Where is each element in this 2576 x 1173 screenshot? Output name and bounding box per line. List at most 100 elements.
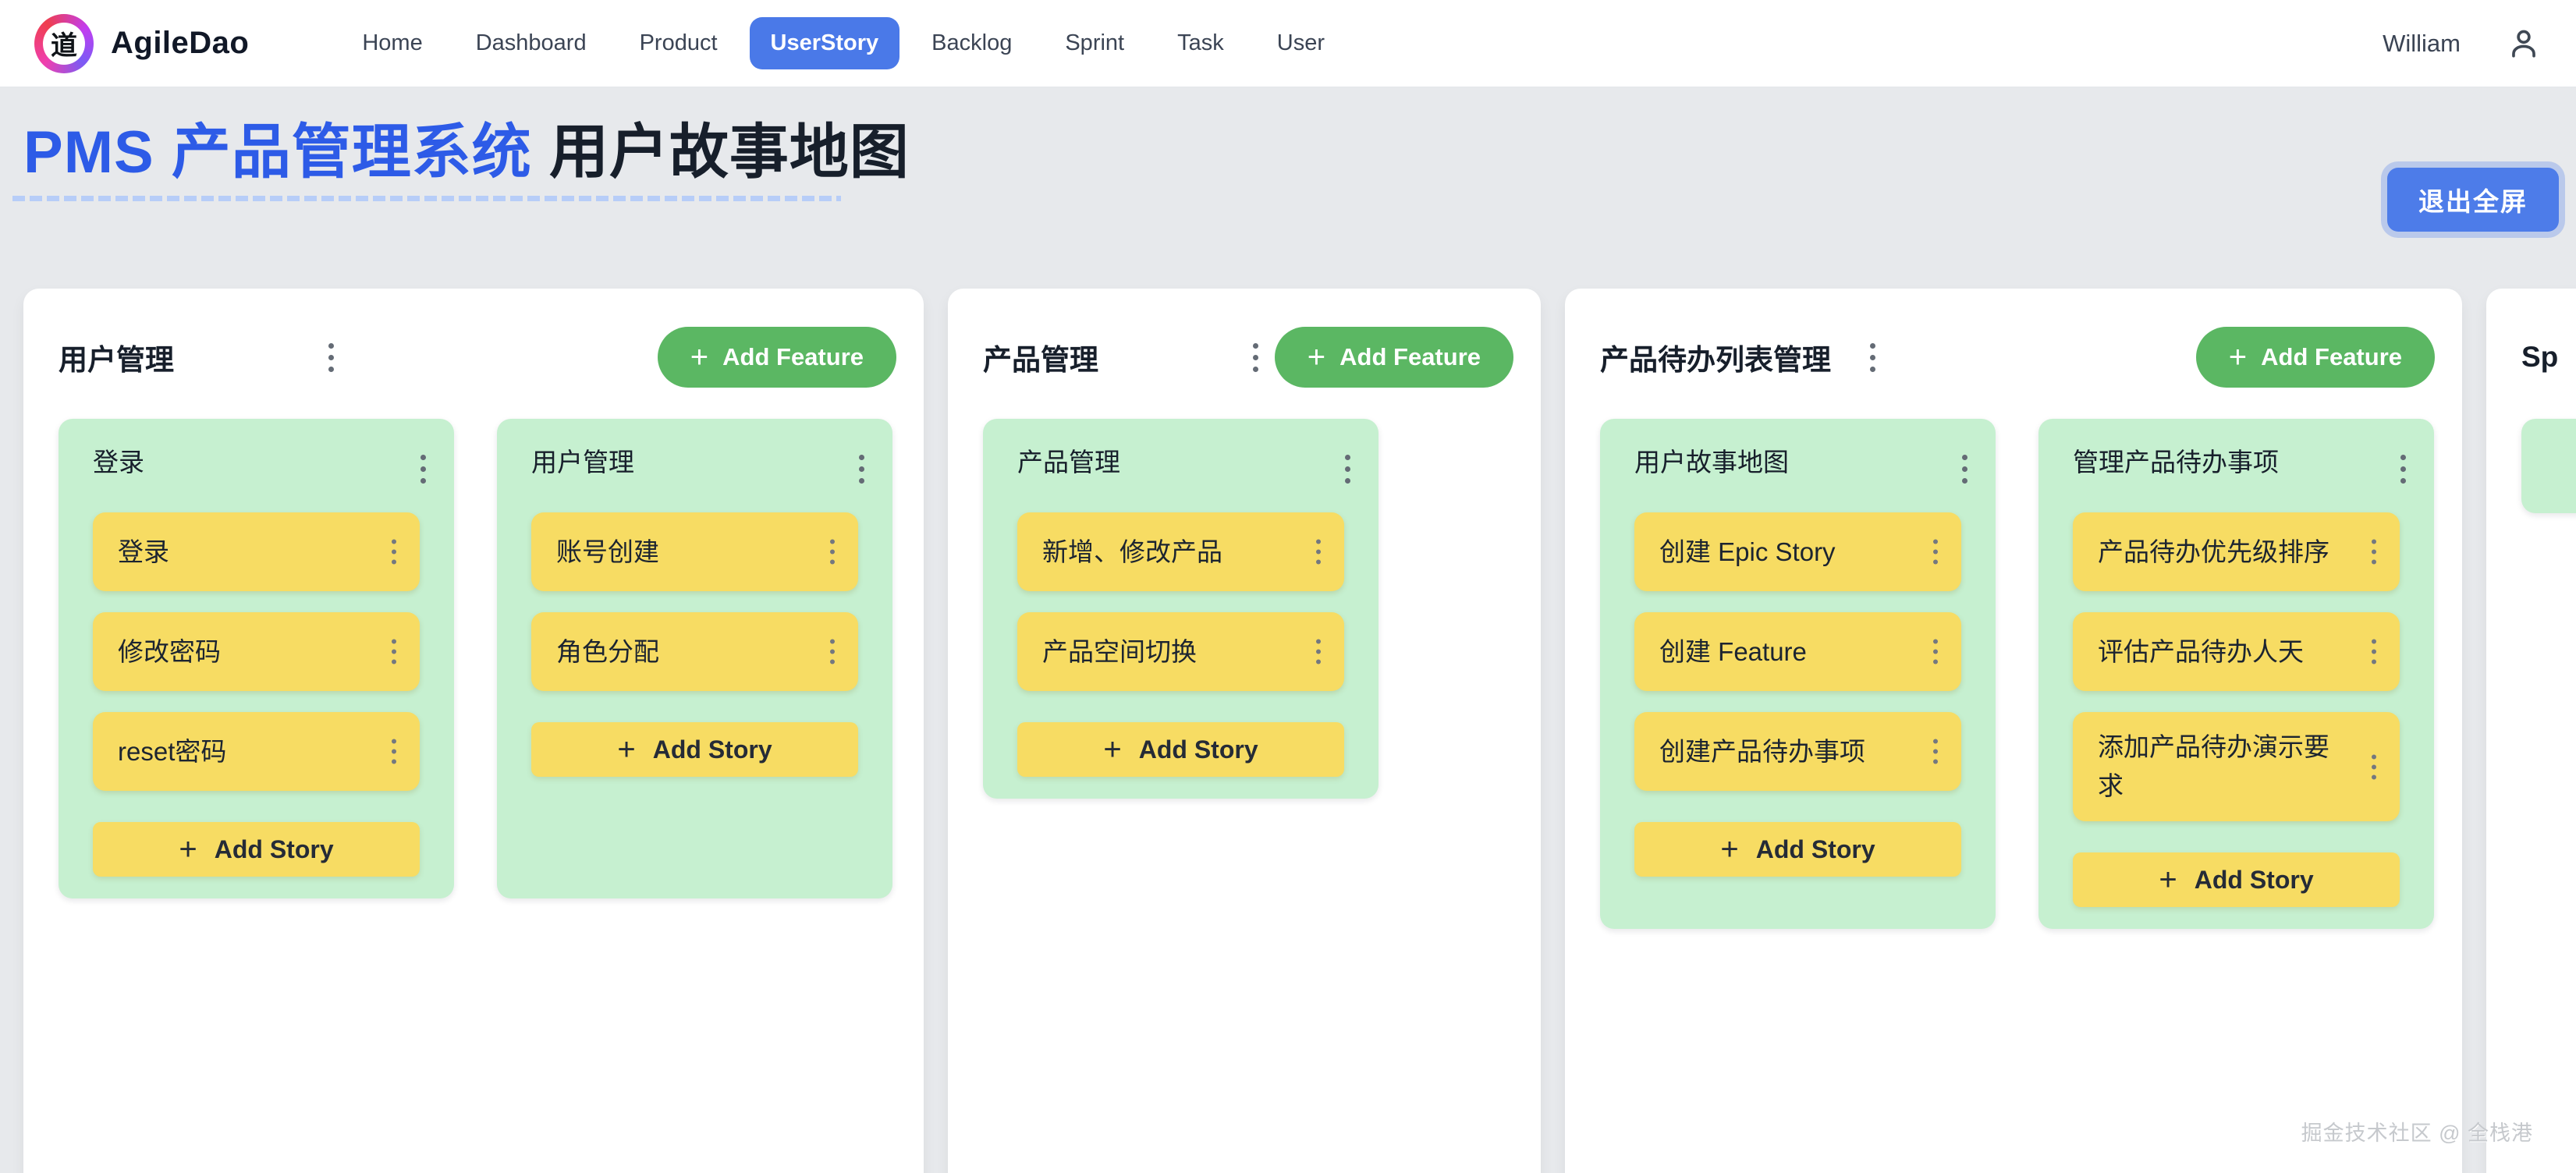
story-menu-kebab[interactable] [387,532,401,572]
story-title: reset密码 [118,736,227,766]
story-card[interactable]: 创建 Epic Story [1634,512,1961,591]
title-underline [12,196,841,202]
story-menu-kebab[interactable] [1928,532,1943,572]
nav-item-user[interactable]: User [1256,17,1346,69]
nav-right: William [2383,26,2542,62]
plus-icon: + [617,732,636,767]
story-menu-kebab[interactable] [825,532,839,572]
story-menu-kebab[interactable] [1311,632,1325,672]
column-menu-kebab[interactable] [1865,335,1880,380]
story-menu-kebab[interactable] [2367,632,2381,672]
add-story-button[interactable]: + Add Story [531,722,858,777]
add-story-button[interactable]: +Add Story [93,822,420,877]
add-story-button-label: Add Story [2194,865,2314,894]
nav-item-backlog[interactable]: Backlog [910,17,1033,69]
story-title: 角色分配 [556,636,659,666]
story-card[interactable]: 修改密码 [93,612,420,691]
column-title: 产品待办列表管理 [1600,344,1831,376]
column-header: Sp [2521,326,2576,388]
add-feature-button[interactable]: + Add Feature [1274,327,1513,388]
story-card[interactable]: 产品待办优先级排序 [2073,512,2400,591]
story-card[interactable]: 创建 Feature [1634,612,1961,691]
feature-title: 用户管理 [531,448,634,477]
story-card[interactable]: 创建产品待办事项 [1634,712,1961,791]
plus-icon: + [179,832,197,866]
feature-card[interactable]: 用户管理账号创建角色分配 + Add Story [497,419,892,898]
nav-item-userstory[interactable]: UserStory [749,17,900,69]
add-story-button-label: Add Story [1138,735,1258,764]
feature-menu-kebab[interactable] [854,447,869,491]
feature-card[interactable] [2521,419,2576,513]
story-card[interactable]: 登录 [93,512,420,591]
story-menu-kebab[interactable] [2367,747,2381,787]
story-card[interactable]: 角色分配 [531,612,858,691]
story-card[interactable]: reset密码 [93,712,420,791]
add-story-button-label: Add Story [1755,835,1875,863]
nav-item-sprint[interactable]: Sprint [1044,17,1145,69]
plus-icon: + [2159,863,2177,897]
board-column: Sp [2486,289,2576,1173]
story-menu-kebab[interactable] [1928,632,1943,672]
story-menu-kebab[interactable] [387,632,401,672]
nav-item-product[interactable]: Product [619,17,739,69]
feature-menu-kebab[interactable] [1957,447,1972,491]
feature-card-header: 管理产品待办事项 [2073,445,2406,491]
story-menu-kebab[interactable] [387,732,401,771]
nav-item-home[interactable]: Home [341,17,443,69]
feature-title: 产品管理 [1017,448,1120,477]
plus-icon: + [1307,340,1326,374]
nav-item-dashboard[interactable]: Dashboard [455,17,608,69]
app-logo[interactable]: 道 [34,13,94,73]
story-menu-kebab[interactable] [1311,532,1325,572]
story-card[interactable]: 产品空间切换 [1017,612,1344,691]
feature-card-header: 产品管理 [1017,445,1350,491]
feature-menu-kebab[interactable] [2396,447,2411,491]
add-story-button[interactable]: +Add Story [1634,822,1961,877]
story-card[interactable]: 评估产品待办人天 [2073,612,2400,691]
logo-dao-glyph: 道 [43,22,85,65]
add-feature-button[interactable]: +Add Feature [2195,327,2435,388]
user-profile-icon[interactable] [2506,26,2542,62]
board-column: 产品待办列表管理 +Add Feature 用户故事地图创建 Epic Story 创… [1565,289,2462,1173]
column-menu-kebab[interactable] [324,335,339,380]
add-story-button-label: Add Story [652,735,772,764]
add-feature-button-label: Add Feature [1339,343,1481,370]
story-card[interactable]: 新增、修改产品 [1017,512,1344,591]
feature-title: 用户故事地图 [1634,448,1789,477]
feature-row: 产品管理新增、修改产品产品空间切换 + Add Story [983,419,1506,799]
column-menu-kebab[interactable] [1248,335,1263,380]
feature-card[interactable]: 产品管理新增、修改产品产品空间切换 + Add Story [983,419,1378,799]
story-menu-kebab[interactable] [2367,532,2381,572]
column-title: 用户管理 [59,344,174,376]
feature-card[interactable]: 用户故事地图创建 Epic Story 创建 Feature 创建产品待办事项 +Ad… [1600,419,1996,929]
brand-name: AgileDao [111,26,250,60]
page-title-primary: PMS 产品管理系统 [23,119,532,186]
exit-fullscreen-button[interactable]: 退出全屏 [2387,168,2559,232]
feature-menu-kebab[interactable] [416,447,431,491]
story-title: 账号创建 [556,537,659,566]
plus-icon: + [1103,732,1122,767]
add-story-button[interactable]: + Add Story [1017,722,1344,777]
story-menu-kebab[interactable] [1928,732,1943,771]
story-title: 创建 Feature [1659,636,1807,666]
add-feature-button[interactable]: +Add Feature [657,327,896,388]
story-title: 新增、修改产品 [1042,537,1222,566]
story-card[interactable]: 添加产品待办演示要求 [2073,712,2400,821]
column-header: 产品待办列表管理 +Add Feature [1600,326,2435,388]
story-menu-kebab[interactable] [825,632,839,672]
nav-item-task[interactable]: Task [1156,17,1245,69]
page-header: PMS 产品管理系统 用户故事地图 退出全屏 [0,119,2576,289]
feature-card[interactable]: 管理产品待办事项产品待办优先级排序评估产品待办人天添加产品待办演示要求 + Add … [2038,419,2434,929]
story-title: 评估产品待办人天 [2098,636,2304,666]
add-story-button[interactable]: + Add Story [2073,852,2400,907]
feature-menu-kebab[interactable] [1340,447,1355,491]
story-title: 创建产品待办事项 [1659,736,1865,766]
story-card[interactable]: 账号创建 [531,512,858,591]
current-user-name: William [2383,29,2461,57]
